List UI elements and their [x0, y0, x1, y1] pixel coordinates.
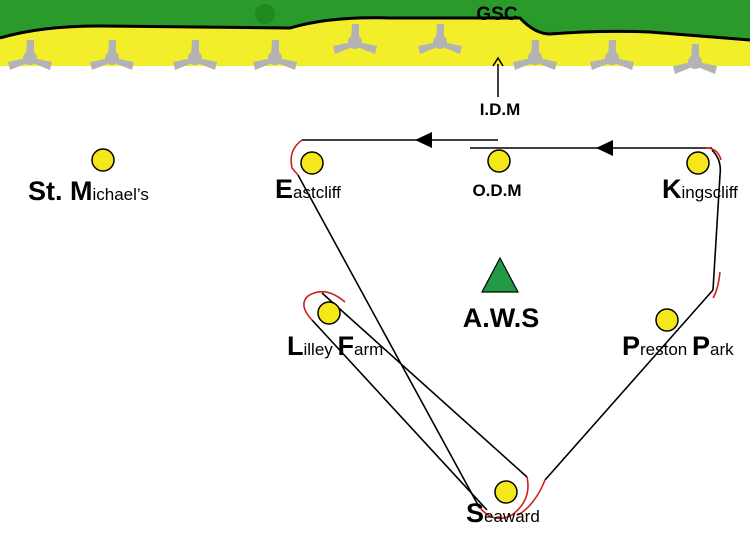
route-leg-lilley-outer [321, 292, 528, 478]
left-arrow-icon [596, 140, 613, 156]
shoreline [0, 0, 750, 66]
sand-strip [0, 17, 750, 66]
route-leg-eastcliff [297, 174, 479, 506]
idm-label: I.D.M [480, 100, 521, 119]
turn-seaward [477, 476, 546, 520]
route-leg-east [544, 289, 714, 481]
label-seaward: Seaward [466, 498, 540, 528]
buoy-lilley-farm [317, 301, 341, 325]
direction-arrows [415, 132, 613, 156]
tree-icon [673, 44, 717, 74]
gsc-label: GSC [476, 4, 517, 25]
buoy-seaward [494, 480, 518, 504]
tree-icon [173, 40, 217, 70]
buoy-preston-park [655, 308, 679, 332]
tree-icon [253, 40, 297, 70]
turn-arcs [290, 139, 722, 520]
buoy-kingscliff [686, 151, 710, 175]
idm-marker: I.D.M [480, 56, 521, 119]
grass-area [0, 0, 750, 40]
turn-lilley [303, 290, 346, 321]
buoys [91, 148, 710, 504]
coast-line [0, 16, 750, 42]
route-leg-lilley-inner [311, 319, 488, 511]
label-eastcliff: Eastcliff [275, 174, 341, 204]
tree-icon [333, 24, 377, 54]
tree-icon [513, 40, 557, 70]
up-arrow-icon [492, 56, 504, 67]
left-arrow-icon [415, 132, 432, 148]
odm-label: O.D.M [472, 181, 521, 200]
label-lilley-farm: Lilley Farm [287, 331, 383, 361]
buoy-st-michaels [91, 148, 115, 172]
aws-triangle-icon [481, 256, 519, 293]
turn-kingscliff [705, 147, 722, 161]
bush-icon [255, 4, 275, 24]
aws-label: A.W.S [463, 303, 540, 333]
tree-icon [590, 40, 634, 70]
turn-eastcliff [290, 139, 303, 176]
tree-icon [418, 24, 462, 54]
course-route [297, 139, 722, 511]
tree-row [8, 24, 717, 74]
label-kingscliff: Kingscliff [662, 174, 738, 204]
buoy-eastcliff [300, 151, 324, 175]
label-preston-park: Preston Park [622, 331, 734, 361]
turn-preston [712, 271, 721, 299]
route-leg-kingscliff [711, 149, 722, 291]
tree-icon [8, 40, 52, 70]
tree-icon [90, 40, 134, 70]
buoy-odm [487, 149, 511, 173]
label-st-michaels: St. Michael’s [28, 176, 149, 206]
